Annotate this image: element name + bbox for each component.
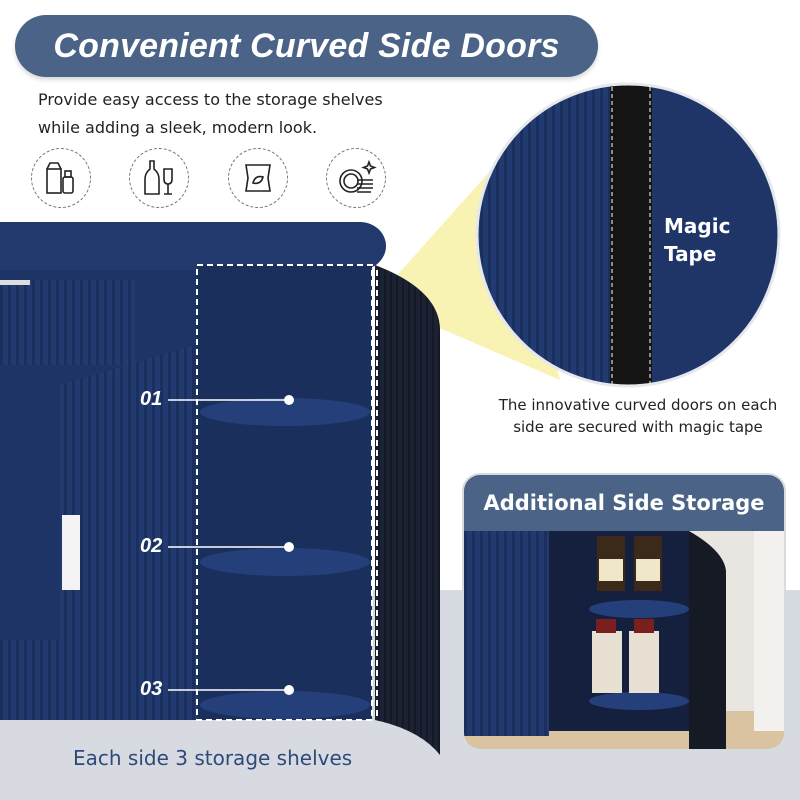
subtitle-line1: Provide easy access to the storage shelv… [38,90,383,109]
side-storage-panel: Additional Side Storage [462,473,786,751]
magic-tape-label-line2: Tape [664,242,717,266]
caption-line2: side are secured with magic tape [513,418,763,436]
magic-tape-label-line1: Magic [664,214,731,238]
caption-line1: The innovative curved doors on each [498,396,778,414]
subtitle-line2: while adding a sleek, modern look. [38,118,318,137]
shelf-label-03: 03 [140,678,163,700]
drawer [0,280,135,365]
cabinet-top [0,222,386,270]
left-door [60,345,195,715]
shelf-compartment [197,265,372,720]
page-title: Convenient Curved Side Doors [53,26,560,65]
milk-carton-bottle-icon [31,148,91,208]
magic-tape-label: Magic Tape [664,212,730,268]
shelf-label-01: 01 [140,388,163,410]
footer-caption: Each side 3 storage shelves [73,746,353,770]
side-storage-title: Additional Side Storage [464,475,784,531]
stacked-plates-icon [326,148,386,208]
side-storage-photo [464,531,784,749]
door-handle [62,515,80,590]
right-curved-door [375,265,440,755]
chips-bag-icon [228,148,288,208]
title-banner: Convenient Curved Side Doors [15,15,598,77]
wine-bottle-glass-icon [129,148,189,208]
shelf-label-02: 02 [140,535,163,557]
